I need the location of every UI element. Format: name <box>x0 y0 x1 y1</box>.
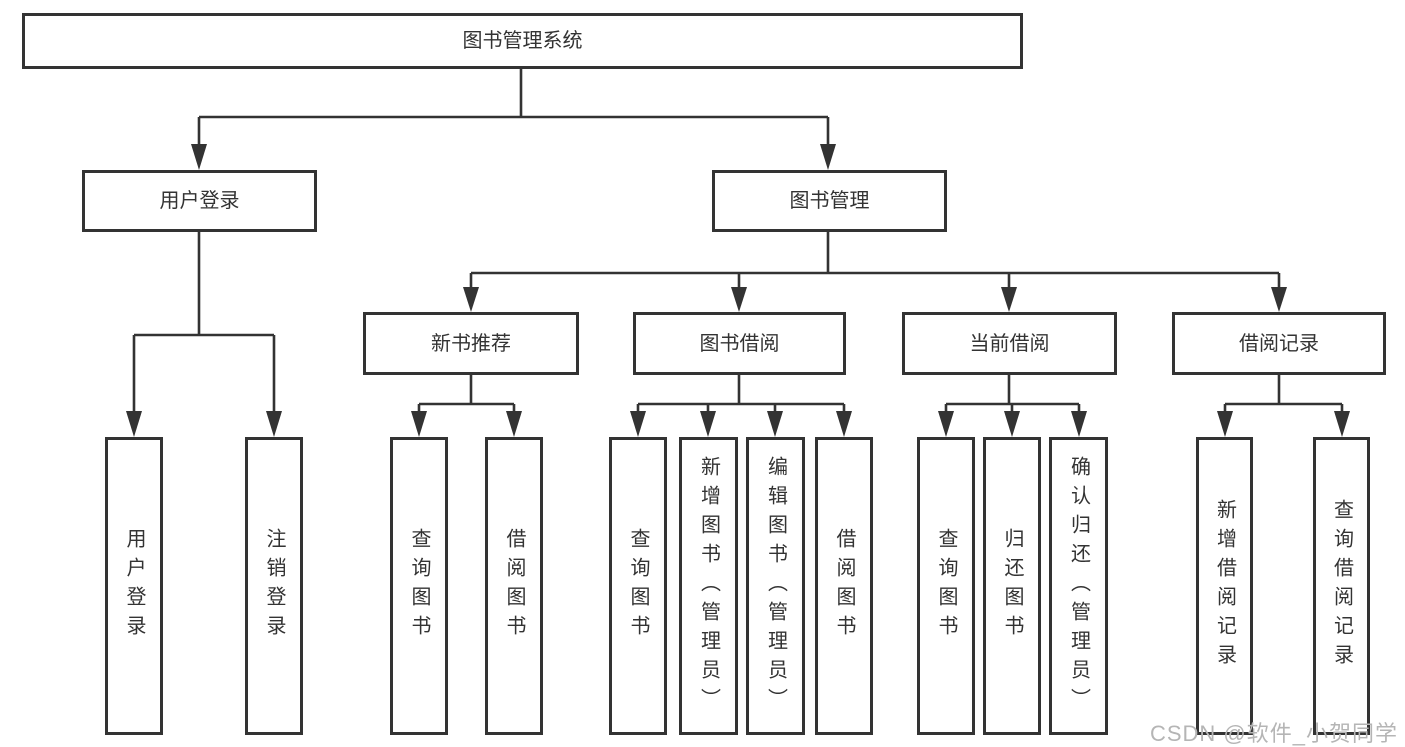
node-label: 查询图书 <box>408 528 430 644</box>
connector-user-login-branch <box>126 232 282 437</box>
node-label: 图书管理 <box>789 190 870 212</box>
node-query-books-recommend: 查询图书 <box>390 437 448 735</box>
connector-root-to-level2 <box>191 69 836 170</box>
node-query-books-current: 查询图书 <box>917 437 975 735</box>
node-label: 新增借阅记录 <box>1213 499 1236 673</box>
node-add-book-admin: 新增图书（管理员） <box>679 437 738 735</box>
node-label: 归还图书 <box>1001 528 1023 644</box>
node-user-login-action: 用户登录 <box>105 437 163 735</box>
node-label: 借阅图书 <box>503 528 525 644</box>
node-label: 当前借阅 <box>969 332 1050 355</box>
node-current-borrowing: 当前借阅 <box>902 312 1117 375</box>
node-label: 借阅记录 <box>1239 332 1319 355</box>
node-query-borrow-record: 查询借阅记录 <box>1313 437 1370 735</box>
node-return-books: 归还图书 <box>983 437 1041 735</box>
node-query-books-borrow: 查询图书 <box>609 437 667 735</box>
node-label: 用户登录 <box>159 190 240 212</box>
connector-new-book-branch <box>411 375 522 437</box>
connector-book-borrow-branch <box>630 375 852 437</box>
node-book-management: 图书管理 <box>712 170 947 232</box>
node-logout: 注销登录 <box>245 437 303 735</box>
node-library-management-system: 图书管理系统 <box>22 13 1023 69</box>
node-label: 编辑图书（管理员） <box>764 455 787 717</box>
connector-current-borrow-branch <box>938 375 1087 437</box>
csdn-watermark: CSDN @软件_小贺同学 <box>1149 721 1398 746</box>
node-confirm-return-admin: 确认归还（管理员） <box>1049 437 1108 735</box>
node-label: 借阅图书 <box>833 528 855 644</box>
connector-book-mgmt-to-level3 <box>463 232 1287 312</box>
node-label: 查询图书 <box>935 528 957 644</box>
node-book-borrowing: 图书借阅 <box>633 312 846 375</box>
node-new-book-recommendation: 新书推荐 <box>363 312 579 375</box>
node-label: 查询图书 <box>627 528 649 644</box>
node-label: 注销登录 <box>263 528 285 644</box>
node-add-borrow-record: 新增借阅记录 <box>1196 437 1253 735</box>
node-label: 用户登录 <box>123 528 145 644</box>
connector-borrow-records-branch <box>1217 375 1350 437</box>
node-edit-book-admin: 编辑图书（管理员） <box>746 437 805 735</box>
node-borrow-books-action: 借阅图书 <box>815 437 873 735</box>
node-borrow-books-recommend: 借阅图书 <box>485 437 543 735</box>
node-borrowing-records: 借阅记录 <box>1172 312 1386 375</box>
node-label: 新增图书（管理员） <box>697 455 720 717</box>
node-label: 图书管理系统 <box>462 30 583 52</box>
node-label: 新书推荐 <box>431 332 511 355</box>
node-label: 图书借阅 <box>699 332 780 355</box>
node-label: 查询借阅记录 <box>1330 499 1353 673</box>
node-user-login: 用户登录 <box>82 170 317 232</box>
node-label: 确认归还（管理员） <box>1067 455 1090 717</box>
